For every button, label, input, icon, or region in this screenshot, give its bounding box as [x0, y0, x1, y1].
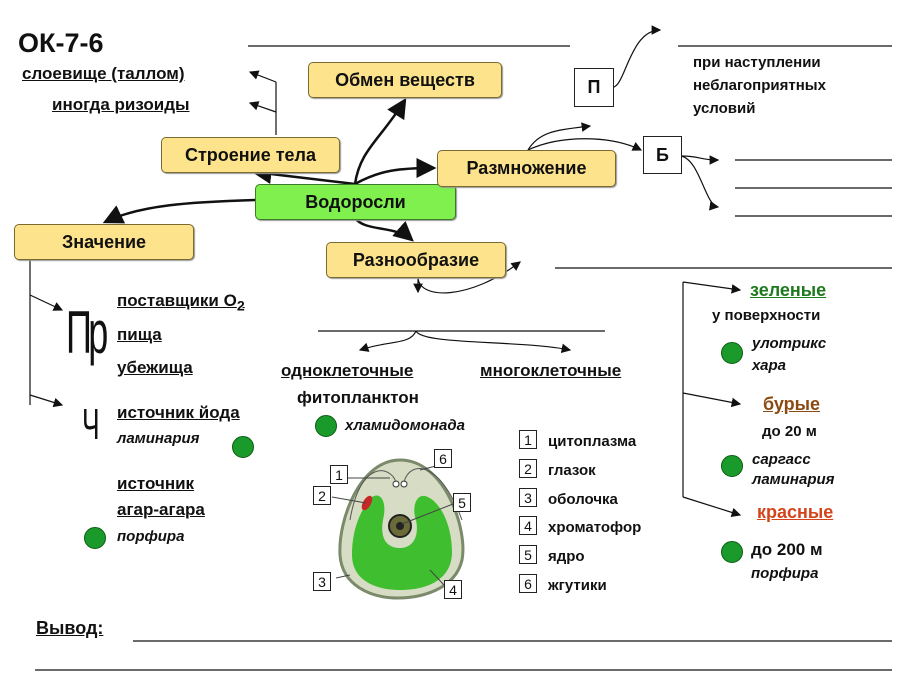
- unicellular-text: одноклеточные: [281, 361, 414, 380]
- legend-label: цитоплазма: [548, 433, 637, 450]
- cell-label-5: 5: [453, 493, 471, 512]
- multicellular-text: многоклеточные: [480, 361, 622, 380]
- green-dot-icon: [721, 455, 743, 477]
- suppliers-label: поставщики O: [117, 291, 237, 310]
- chlamydomonas-text: хламидомонада: [345, 417, 465, 434]
- box-diversity: Разнообразие: [326, 242, 506, 278]
- text-line: при наступлении: [693, 54, 821, 71]
- green-example: хара: [752, 357, 786, 374]
- box-structure: Строение тела: [161, 137, 340, 173]
- green-example: улотрикс: [752, 335, 827, 352]
- brown-algae-title: бурые: [763, 394, 821, 414]
- green-dot-icon: [84, 527, 106, 549]
- pr-glyph: Пр: [66, 299, 108, 366]
- ch-glyph: Ч: [82, 400, 100, 449]
- agar-text-2: агар-агара: [117, 500, 205, 519]
- legend-num: 1: [519, 430, 537, 449]
- cell-label-3: 3: [313, 572, 331, 591]
- brown-example: саргасс: [752, 451, 811, 468]
- box-reproduction: Размножение: [437, 150, 616, 187]
- green-dot-icon: [721, 541, 743, 563]
- green-dot-icon: [232, 436, 254, 458]
- phytoplankton-text: фитопланктон: [297, 388, 419, 407]
- green-dot-icon: [315, 415, 337, 437]
- iodine-text: источник йода: [117, 403, 240, 422]
- rhizoids-text: иногда ризоиды: [52, 95, 190, 114]
- legend-num: 4: [519, 516, 537, 535]
- legend-label: жгутики: [548, 577, 607, 594]
- legend-label: оболочка: [548, 491, 618, 508]
- box-significance: Значение: [14, 224, 194, 260]
- cell-label-6: 6: [434, 449, 452, 468]
- slide-title: ОК-7-6: [18, 28, 104, 58]
- red-algae-title: красные: [757, 502, 834, 522]
- shelter-text: убежища: [117, 358, 193, 377]
- legend-num: 3: [519, 488, 537, 507]
- box-algae: Водоросли: [255, 184, 456, 220]
- legend-label: глазок: [548, 462, 596, 479]
- cell-label-1: 1: [330, 465, 348, 484]
- porphyra-text: порфира: [117, 528, 185, 545]
- red-depth: до 200 м: [751, 540, 823, 559]
- cell-label-2: 2: [313, 486, 331, 505]
- conclusion-label: Вывод:: [36, 618, 104, 638]
- chlamydomonas-illustration: [331, 458, 465, 600]
- text-line: неблагоприятных: [693, 77, 826, 94]
- thallus-text: слоевище (таллом): [22, 64, 185, 83]
- brown-example: ламинария: [752, 471, 835, 488]
- red-example: порфира: [751, 565, 819, 582]
- laminaria-text: ламинария: [117, 430, 200, 447]
- green-dot-icon: [721, 342, 743, 364]
- legend-label: ядро: [548, 548, 585, 565]
- text-line: условий: [693, 100, 756, 117]
- green-algae-title: зеленые: [750, 280, 827, 300]
- legend-num: 6: [519, 574, 537, 593]
- cell-label-4: 4: [444, 580, 462, 599]
- suppliers-text: поставщики O2: [117, 291, 245, 314]
- legend-num: 5: [519, 545, 537, 564]
- brown-depth: до 20 м: [762, 423, 817, 440]
- unfavorable-text: при наступлении неблагоприятных условий: [693, 51, 826, 120]
- box-metabolism: Обмен веществ: [308, 62, 502, 98]
- agar-text-1: источник: [117, 474, 195, 493]
- p-box: П: [574, 68, 614, 107]
- food-text: пища: [117, 325, 162, 344]
- legend-label: хроматофор: [548, 519, 642, 536]
- b-box: Б: [643, 136, 682, 174]
- legend-num: 2: [519, 459, 537, 478]
- suppliers-sub: 2: [236, 298, 245, 315]
- green-depth: у поверхности: [712, 307, 821, 324]
